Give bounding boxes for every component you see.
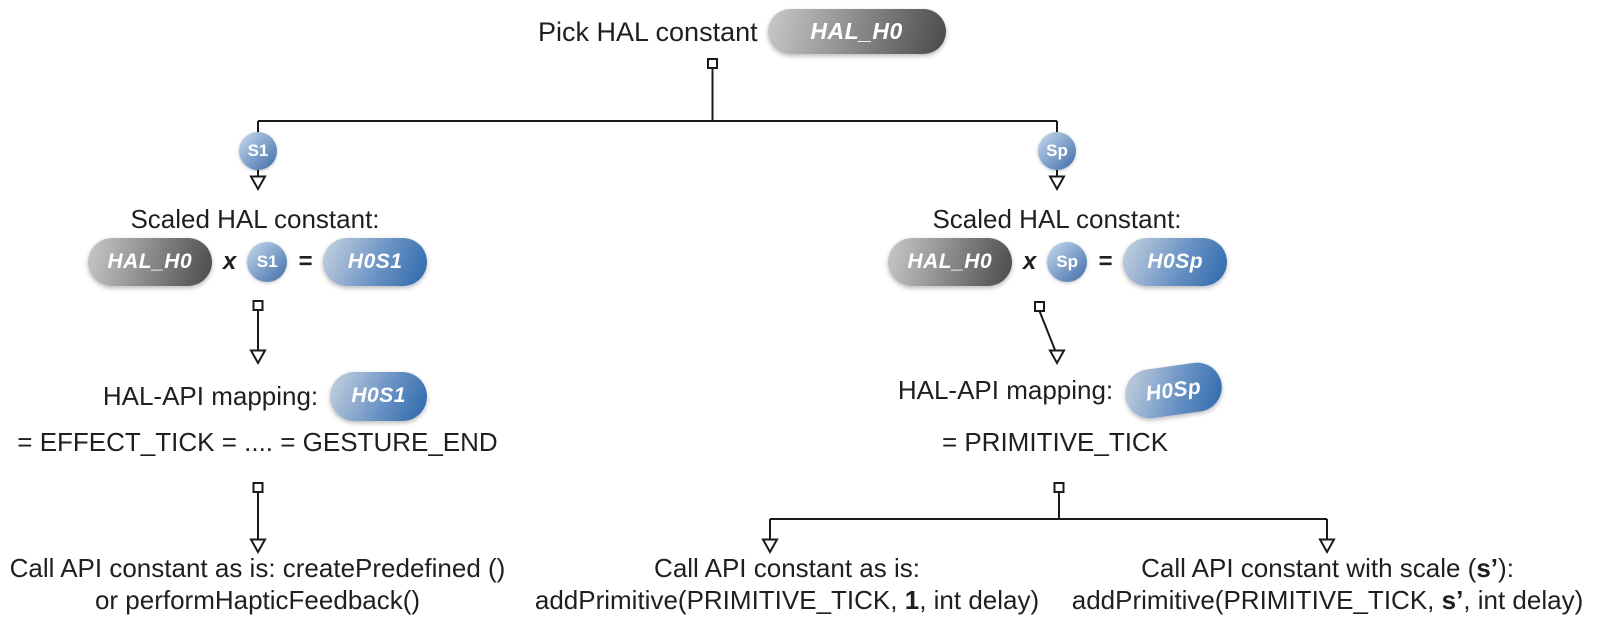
right-hal-pill: HAL_H0 [887, 238, 1012, 286]
action-scaled-line1-post: ): [1498, 553, 1514, 583]
action-scaled-line1: Call API constant with scale (s’): [1055, 552, 1600, 584]
action-scaled-line1-pre: Call API constant with scale ( [1141, 553, 1477, 583]
right-mapping-equation: = PRIMITIVE_TICK [941, 427, 1169, 457]
left-formula-row: HAL_H0 x S1 = H0S1 [0, 238, 515, 286]
left-equals-operator: = [298, 248, 313, 275]
right-mid1-square-connector [1034, 301, 1045, 312]
left-action-line2: or performHapticFeedback() [94, 585, 421, 615]
left-mapping-label: HAL-API mapping: [102, 381, 319, 411]
right-scaled-title: Scaled HAL constant: [932, 204, 1182, 234]
left-mid2-square-connector [252, 482, 264, 493]
left-mapping-row: HAL-API mapping: H0S1 [0, 370, 530, 422]
right-times-operator: x [1022, 248, 1037, 275]
hal-constant-pill: HAL_H0 [767, 9, 946, 54]
right-badge-arrowhead [1048, 175, 1066, 192]
root-label: Pick HAL constant [538, 16, 758, 47]
action-scaled-line2-post: , int delay) [1463, 585, 1584, 615]
action-scaled-block: Call API constant with scale (s’): addPr… [1055, 552, 1600, 616]
action-as-is-line2-post: , int delay) [919, 585, 1040, 615]
action-scaled-line2-pre: addPrimitive(PRIMITIVE_TICK, [1071, 585, 1442, 615]
right-result-pill: H0Sp [1123, 238, 1228, 286]
split-tree-line [769, 492, 1328, 540]
root-node: Pick HAL constant HAL_H0 [538, 9, 946, 54]
right-mid1-arrowhead [1048, 349, 1066, 366]
action-as-is-line1: Call API constant as is: [654, 553, 920, 583]
split-left-arrowhead [761, 538, 779, 555]
right-scale-circle: Sp [1047, 242, 1088, 282]
left-result-pill: H0S1 [323, 238, 428, 286]
left-action-line1: Call API constant as is: createPredefine… [9, 553, 506, 583]
left-mid2-arrowhead [249, 538, 267, 555]
left-action-block: Call API constant as is: createPredefine… [0, 552, 515, 616]
left-mid1-arrowhead [249, 349, 267, 366]
left-badge-arrowhead [249, 175, 267, 192]
right-mapping-pill: H0Sp [1122, 358, 1226, 422]
left-mid1-square-connector [252, 300, 264, 311]
left-mapping-equation: = EFFECT_TICK = .... = GESTURE_END [17, 427, 498, 457]
action-scaled-line1-emph: s’ [1476, 553, 1499, 583]
right-mapping-label: HAL-API mapping: [897, 375, 1114, 405]
split-right-arrowhead [1318, 538, 1336, 555]
action-as-is-block: Call API constant as is: addPrimitive(PR… [532, 552, 1042, 616]
split-square-connector [1053, 482, 1065, 493]
left-scaled-title: Scaled HAL constant: [130, 204, 380, 234]
right-formula-row: HAL_H0 x Sp = H0Sp [800, 238, 1315, 286]
right-equals-operator: = [1098, 248, 1113, 275]
action-scaled-line2: addPrimitive(PRIMITIVE_TICK, s’, int del… [1055, 584, 1600, 616]
right-mapping-row: HAL-API mapping: H0Sp [800, 358, 1320, 422]
left-hal-pill: HAL_H0 [87, 238, 212, 286]
scale-badge-s1: S1 [239, 132, 277, 170]
root-square-connector [707, 58, 718, 69]
action-as-is-line2: addPrimitive(PRIMITIVE_TICK, 1, int dela… [532, 584, 1042, 616]
left-times-operator: x [222, 248, 237, 275]
root-stem-line [257, 68, 1058, 140]
right-mid1-stem [1038, 310, 1056, 351]
action-as-is-line2-pre: addPrimitive(PRIMITIVE_TICK, [534, 585, 905, 615]
scale-badge-sp: Sp [1038, 132, 1076, 170]
left-mapping-pill: H0S1 [330, 371, 428, 421]
action-scaled-line2-emph: s’ [1441, 585, 1464, 615]
left-scale-circle: S1 [247, 242, 288, 282]
action-as-is-line2-emph: 1 [904, 585, 920, 615]
